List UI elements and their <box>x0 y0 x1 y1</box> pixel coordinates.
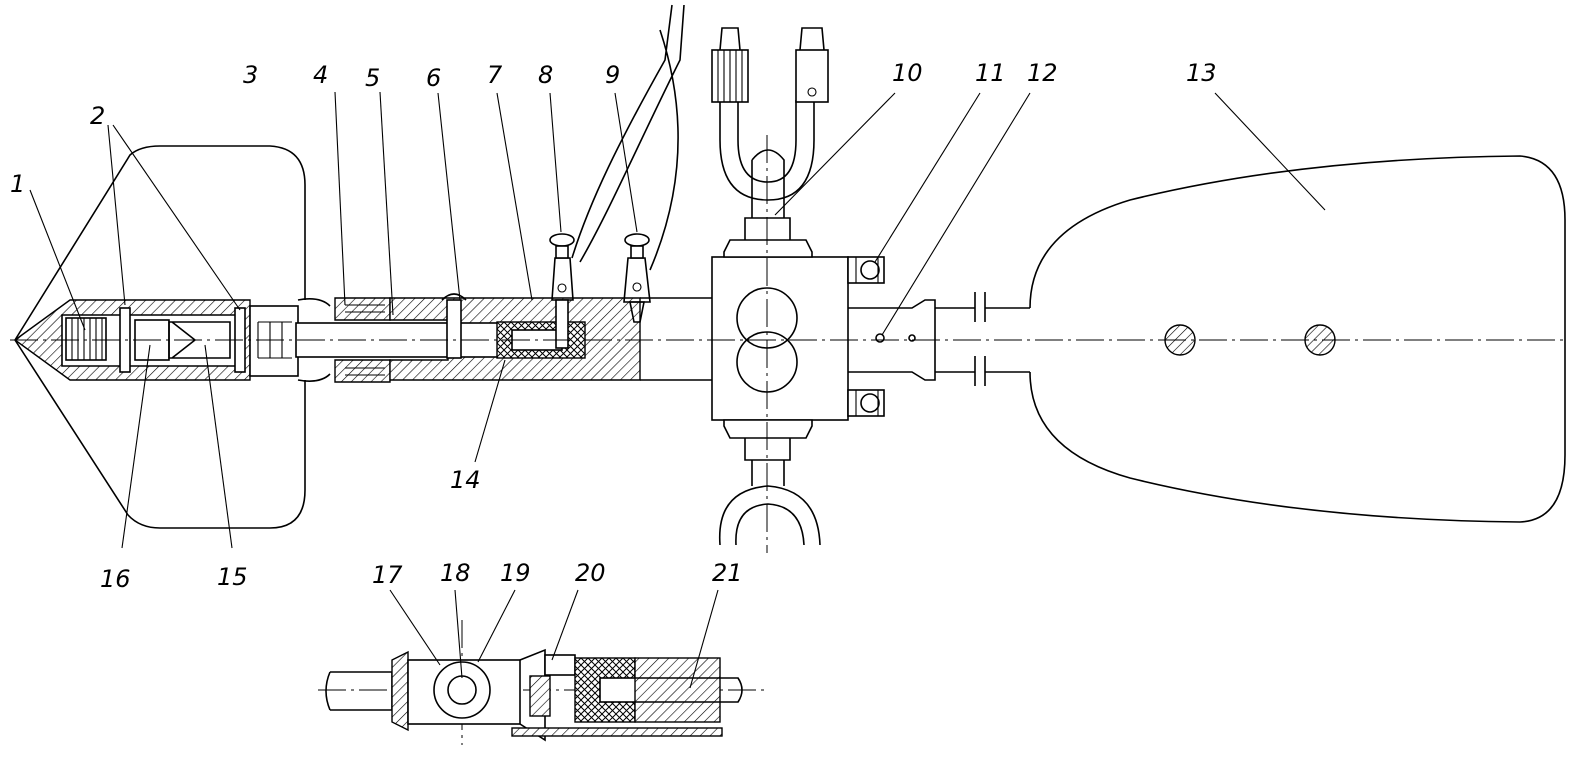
callout-labels: 1 2 3 4 5 6 7 8 9 10 11 12 13 14 16 15 1… <box>10 59 1217 593</box>
callout-12: 12 <box>1027 59 1058 87</box>
detail-wheel <box>433 661 491 719</box>
thumbscrew-11-top <box>847 256 885 284</box>
callout-20: 20 <box>575 559 606 587</box>
detail-sleeve <box>634 657 721 723</box>
u-tube-top <box>719 100 815 218</box>
callout-19: 19 <box>500 559 531 587</box>
coupling-block <box>249 305 299 377</box>
cable <box>571 4 685 271</box>
callout-15: 15 <box>217 563 248 591</box>
detail-rod-21 <box>635 677 743 703</box>
callout-13: 13 <box>1186 59 1217 87</box>
callout-17: 17 <box>372 561 403 589</box>
flange-top <box>723 239 813 258</box>
callout-10: 10 <box>892 59 923 87</box>
flange-bottom <box>723 419 813 439</box>
callout-4: 4 <box>313 61 328 89</box>
callout-6: 6 <box>426 64 441 92</box>
callout-9: 9 <box>605 61 620 89</box>
callout-14: 14 <box>450 466 481 494</box>
terminal-9 <box>623 233 651 323</box>
terminal-8 <box>549 233 575 349</box>
detail-rod-left <box>325 671 393 711</box>
central-block <box>711 256 849 421</box>
detail-view <box>318 620 768 745</box>
callout-3: 3 <box>243 61 258 89</box>
callout-1: 1 <box>10 170 25 198</box>
screw-6 <box>446 299 462 359</box>
callout-11: 11 <box>975 59 1006 87</box>
pin-12 <box>875 333 885 343</box>
callout-16: 16 <box>100 565 131 593</box>
detail-body <box>407 659 521 725</box>
fitting-right <box>795 49 829 103</box>
detail-insert-20 <box>544 654 576 676</box>
callout-5: 5 <box>365 64 380 92</box>
thumbscrew-11-bottom <box>847 389 885 417</box>
callout-7: 7 <box>487 61 503 89</box>
leader-lines <box>29 91 1326 689</box>
callout-2: 2 <box>90 102 105 130</box>
main-view <box>10 4 1566 553</box>
knurled-plug <box>65 317 107 361</box>
rear-fin <box>1029 155 1566 523</box>
u-tube-bottom <box>718 460 821 546</box>
callout-21: 21 <box>712 559 743 587</box>
callout-18: 18 <box>440 559 471 587</box>
detail-flange <box>391 650 409 732</box>
front-fin <box>14 145 306 529</box>
callout-8: 8 <box>538 61 553 89</box>
